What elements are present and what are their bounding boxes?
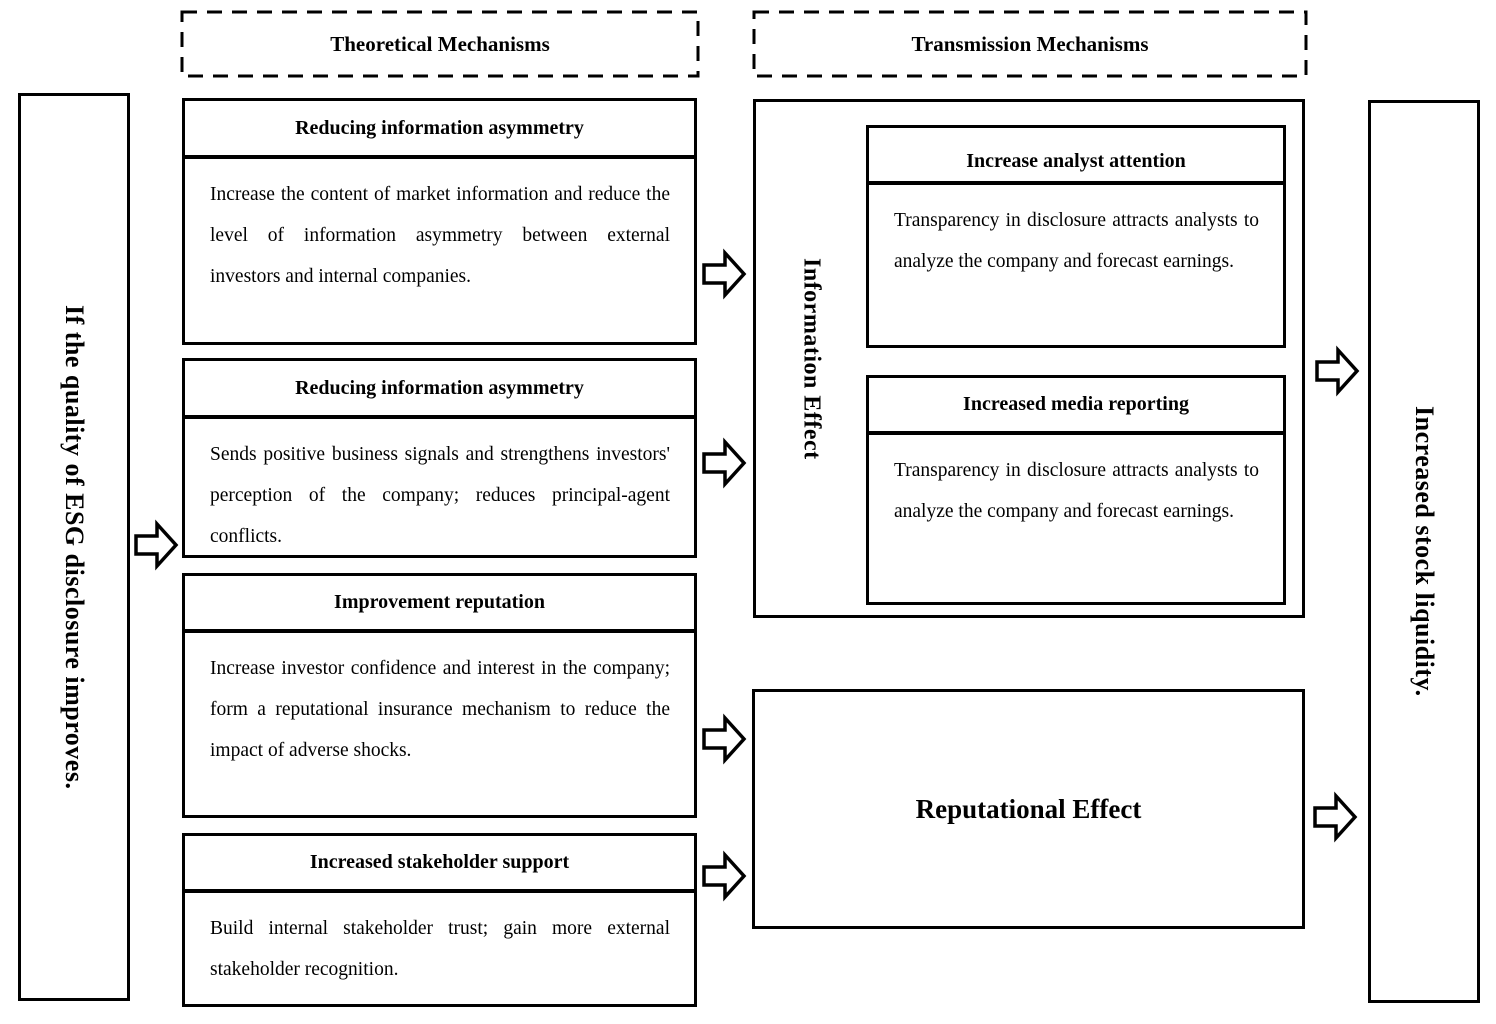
outcome-label: Increased stock liquidity. <box>1410 406 1439 697</box>
mechanism-body: Build internal stakeholder trust; gain m… <box>210 918 670 980</box>
theoretical-mechanisms-label: Theoretical Mechanisms <box>330 31 550 56</box>
antecedent-label: If the quality of ESG disclosure improve… <box>60 304 89 790</box>
sub-box-title: Increased media reporting <box>869 378 1283 435</box>
mechanism-body: Increase the content of market informati… <box>210 184 670 287</box>
arrow-asymmetry1-to-information-icon <box>701 247 747 301</box>
mechanism-box-reducing-asymmetry-1: Reducing information asymmetry Increase … <box>182 98 697 345</box>
sub-box-body: Transparency in disclosure attracts anal… <box>894 460 1259 522</box>
theoretical-mechanisms-header: Theoretical Mechanisms <box>180 10 700 78</box>
mechanism-body: Increase investor confidence and interes… <box>210 658 670 761</box>
information-effect-label-area: Information Effect <box>756 102 866 615</box>
mechanism-box-reducing-asymmetry-2: Reducing information asymmetry Sends pos… <box>182 358 697 558</box>
arrow-reputational-to-outcome-icon <box>1312 790 1358 844</box>
sub-box-media-reporting: Increased media reporting Transparency i… <box>866 375 1286 605</box>
sub-box-body: Transparency in disclosure attracts anal… <box>894 210 1259 272</box>
arrow-antecedent-to-mechanisms-icon <box>133 518 179 572</box>
mechanism-body: Sends positive business signals and stre… <box>210 444 670 547</box>
mechanism-box-improvement-reputation: Improvement reputation Increase investor… <box>182 573 697 818</box>
dashed-border <box>752 10 1308 78</box>
reputational-effect-label: Reputational Effect <box>915 793 1142 824</box>
mechanism-box-stakeholder-support: Increased stakeholder support Build inte… <box>182 833 697 1007</box>
mechanism-title: Reducing information asymmetry <box>185 101 694 159</box>
arrow-asymmetry2-to-information-icon <box>701 436 747 490</box>
reputational-effect-box: Reputational Effect <box>752 689 1305 929</box>
dashed-border <box>180 10 700 78</box>
sub-box-title: Increase analyst attention <box>869 128 1283 185</box>
arrow-information-to-outcome-icon <box>1314 344 1360 398</box>
antecedent-box: If the quality of ESG disclosure improve… <box>18 93 130 1001</box>
sub-box-analyst-attention: Increase analyst attention Transparency … <box>866 125 1286 348</box>
transmission-mechanisms-header: Transmission Mechanisms <box>752 10 1308 78</box>
information-effect-label: Information Effect <box>798 257 825 460</box>
information-effect-box: Information Effect Increase analyst atte… <box>753 99 1305 618</box>
outcome-box: Increased stock liquidity. <box>1368 100 1480 1003</box>
arrow-reputation-to-reputational-icon <box>701 712 747 766</box>
mechanism-title: Improvement reputation <box>185 576 694 633</box>
arrow-stakeholder-to-reputational-icon <box>701 849 747 903</box>
transmission-mechanisms-label: Transmission Mechanisms <box>911 31 1149 56</box>
mechanism-title: Increased stakeholder support <box>185 836 694 893</box>
mechanism-title: Reducing information asymmetry <box>185 361 694 419</box>
